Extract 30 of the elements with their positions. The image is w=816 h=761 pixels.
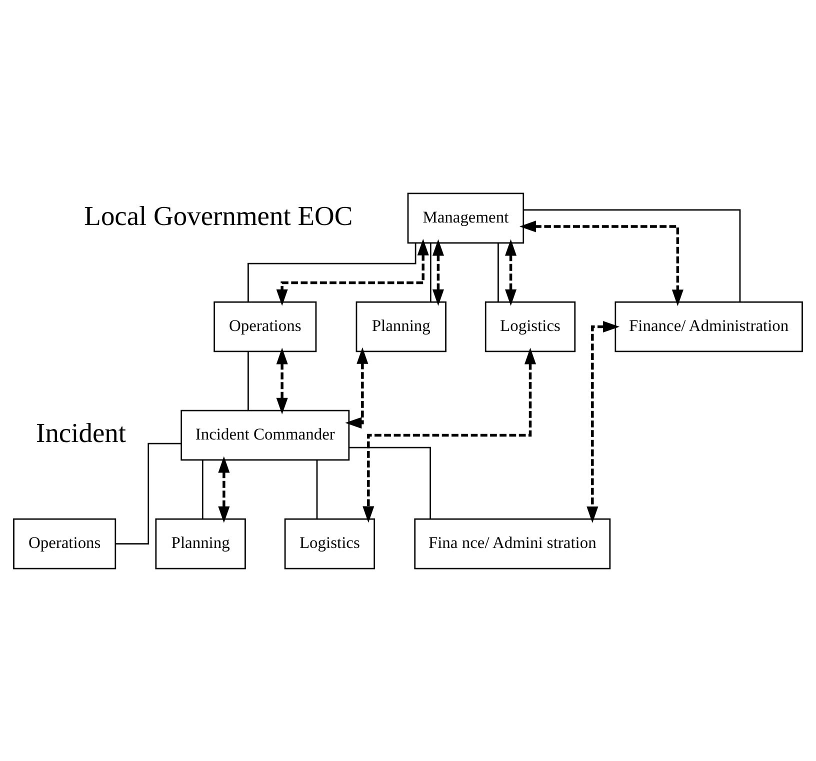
label: Incident	[36, 418, 126, 448]
connector	[498, 242, 499, 302]
node-box: Management	[407, 192, 524, 244]
node-box: Finance/ Administration	[614, 300, 803, 352]
node-box: Fina nce/ Admini stration	[414, 518, 611, 569]
arrow	[362, 347, 536, 522]
node-box: Incident Commander	[180, 409, 350, 460]
connector	[316, 460, 318, 518]
node-box: Planning	[155, 518, 246, 569]
node-box: Operations	[214, 300, 317, 352]
arrow	[586, 320, 620, 523]
node-box: Planning	[356, 300, 446, 352]
arrow	[345, 346, 368, 428]
connector	[430, 242, 432, 302]
connector	[116, 442, 181, 544]
connector	[248, 351, 249, 410]
label: Local Government EOC	[84, 200, 353, 231]
connector	[524, 208, 741, 302]
connector	[248, 242, 416, 302]
node-box: Operations	[13, 518, 116, 569]
connector	[202, 460, 204, 518]
arrow	[218, 456, 230, 522]
node-box: Logistics	[284, 518, 376, 569]
arrow	[505, 238, 517, 306]
node-box: Logistics	[484, 300, 576, 352]
arrow	[276, 347, 288, 414]
arrow	[276, 238, 429, 306]
arrow	[432, 238, 444, 306]
connector	[349, 446, 431, 518]
arrow	[519, 220, 684, 306]
